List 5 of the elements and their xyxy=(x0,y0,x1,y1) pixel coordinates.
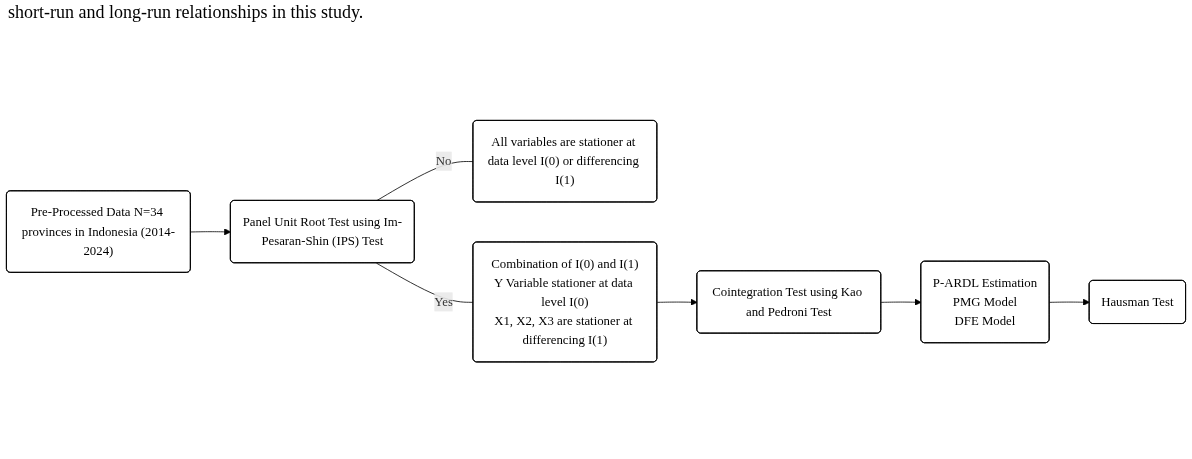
note-text: short-run and long-run relationships in this study. xyxy=(8,2,364,22)
edge-label: Yes xyxy=(434,294,453,309)
connector xyxy=(376,262,474,303)
connector xyxy=(376,160,474,201)
edge-label: No xyxy=(435,153,452,168)
